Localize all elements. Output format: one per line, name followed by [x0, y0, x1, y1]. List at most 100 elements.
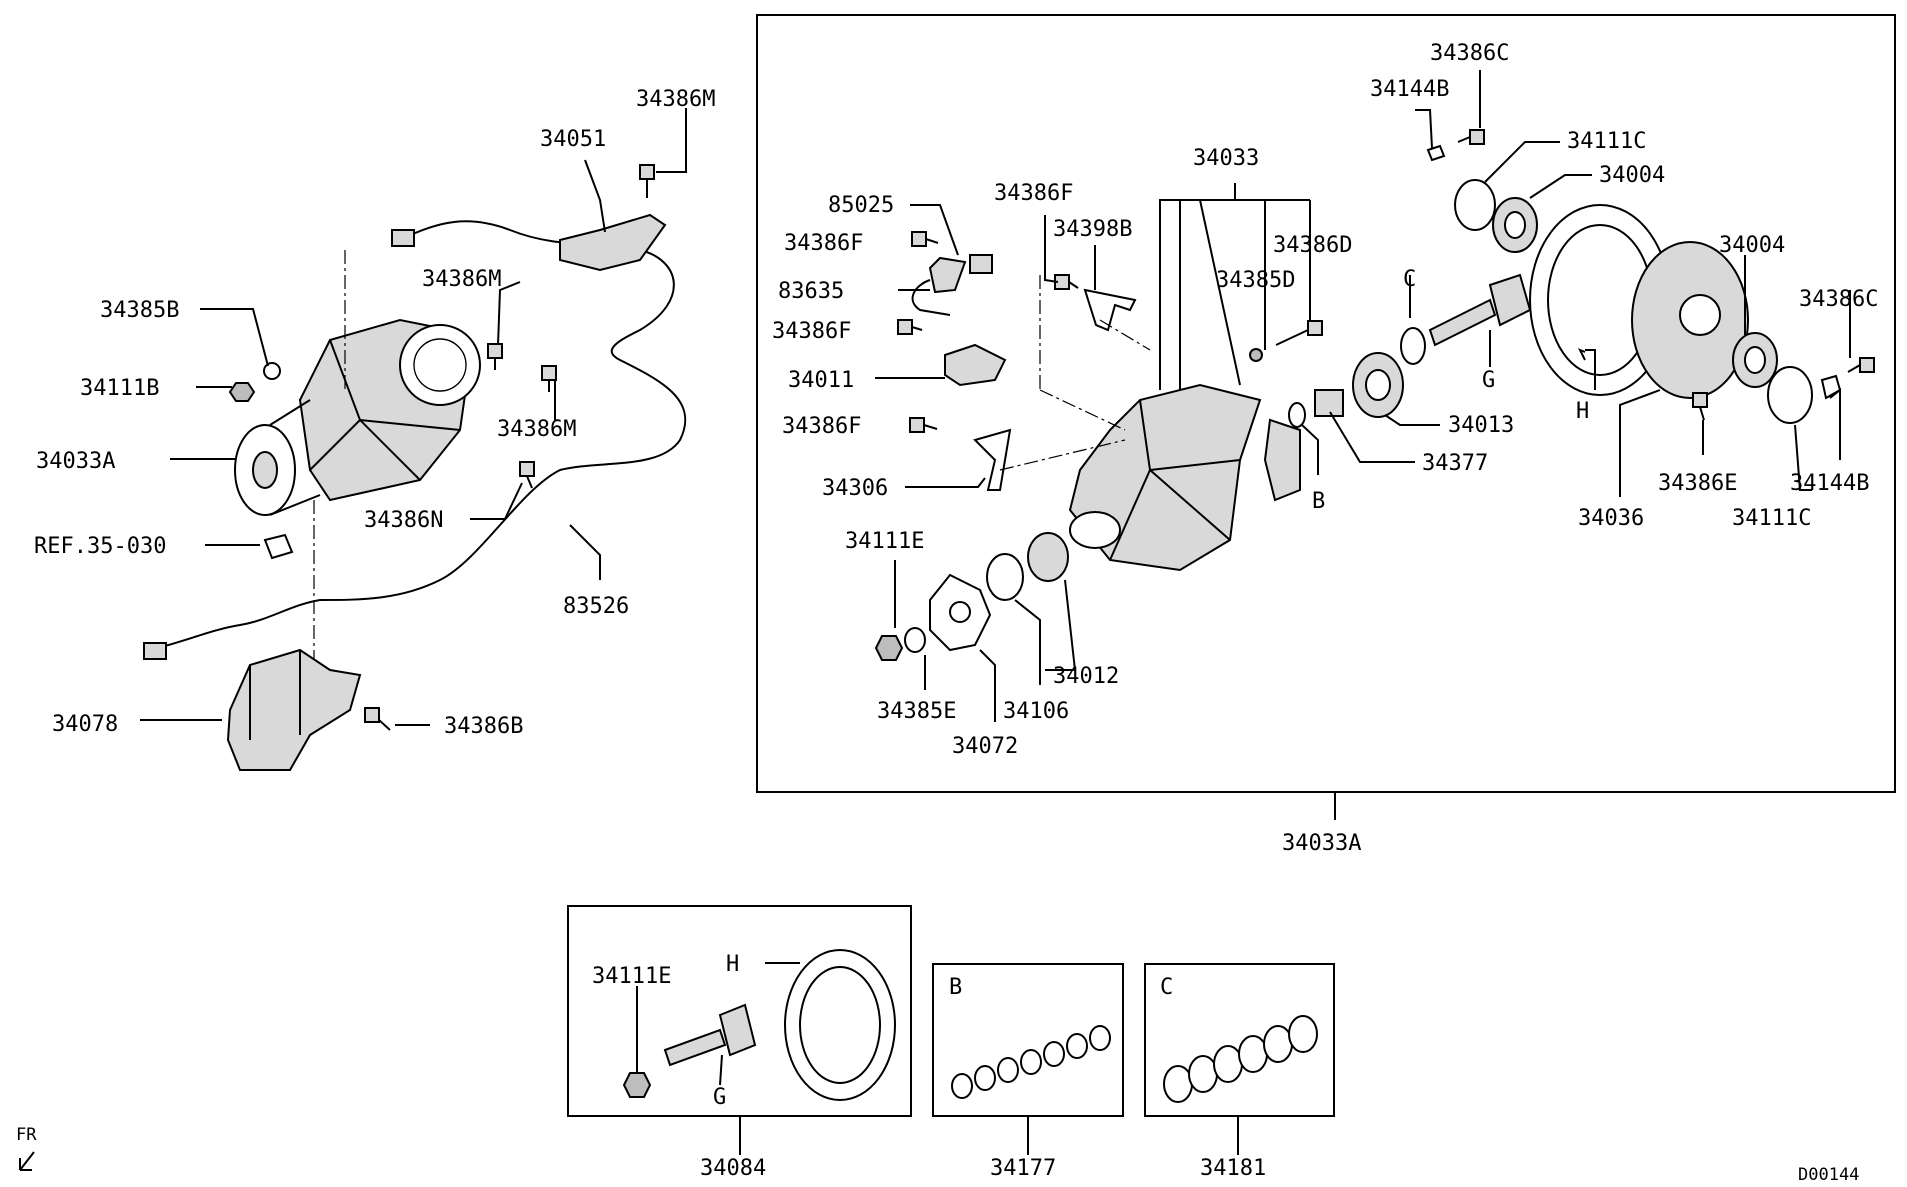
- pinion-g: [1428, 298, 1497, 347]
- callout-34011: 34011: [788, 368, 854, 393]
- flange-34072: [929, 573, 992, 652]
- callout-34013: 34013: [1448, 413, 1514, 438]
- bracket-34051: [559, 213, 667, 272]
- callout-34111E: 34111E: [845, 529, 924, 554]
- bolt-34386E: [1692, 392, 1708, 421]
- callout-34111C-right: 34111C: [1732, 506, 1811, 531]
- washer-34385B: [263, 362, 281, 380]
- callout-83635: 83635: [778, 279, 844, 304]
- pinion-g-head: [1488, 273, 1532, 327]
- callout-34078: 34078: [52, 712, 118, 737]
- kit-pinion-g: [663, 1028, 727, 1067]
- nut-34111B: [228, 382, 256, 402]
- callout-34004-right: 34004: [1719, 233, 1785, 258]
- harness-connector-left: [143, 642, 167, 660]
- nut-34111E: [874, 635, 904, 661]
- diagram-code: D00144: [1798, 1165, 1859, 1185]
- callout-34386N: 34386N: [364, 508, 443, 533]
- bolt-34386F-d: [909, 417, 938, 433]
- callout-34144B-top: 34144B: [1370, 77, 1449, 102]
- callout-34386E: 34386E: [1658, 471, 1737, 496]
- callout-34386M-top: 34386M: [636, 87, 715, 112]
- callout-c: C: [1403, 267, 1416, 292]
- mount-34078: [226, 648, 362, 771]
- sensor-85025: [969, 254, 993, 274]
- callout-34033: 34033: [1193, 146, 1259, 171]
- kit-shims-b: [951, 1025, 1111, 1099]
- seal-34111C-top: [1454, 179, 1496, 231]
- direction-label: FR: [16, 1125, 37, 1145]
- callout-34398B: 34398B: [1053, 217, 1132, 242]
- kit-ring-gear-h: [784, 949, 896, 1101]
- callout-83526: 83526: [563, 594, 629, 619]
- sensor-34011: [944, 343, 1007, 387]
- callout-34036: 34036: [1578, 506, 1644, 531]
- left-carrier-assembly: [234, 318, 481, 516]
- callout-kit-c: C: [1160, 975, 1173, 1000]
- spacer-34377: [1314, 389, 1344, 417]
- callout-34106: 34106: [1003, 699, 1069, 724]
- kit-nut-34111E: [622, 1072, 652, 1098]
- ref-part-35-030: [263, 533, 294, 560]
- washer-34385D: [1249, 348, 1263, 362]
- callout-34033A-box: 34033A: [1282, 831, 1361, 856]
- clip-34144B-top: [1426, 144, 1446, 162]
- kit-shims-c: [1163, 1015, 1318, 1103]
- callout-34386M-mid: 34386M: [422, 267, 501, 292]
- callout-34386F-a: 34386F: [784, 231, 863, 256]
- callout-34386B: 34386B: [444, 714, 523, 739]
- callout-h: H: [1576, 399, 1589, 424]
- bolt-34386M-top: [639, 164, 655, 198]
- callout-kit-34111E: 34111E: [592, 964, 671, 989]
- callout-34012: 34012: [1053, 664, 1119, 689]
- seal-34111C-right: [1767, 366, 1813, 424]
- callout-34033A-left: 34033A: [36, 449, 115, 474]
- washer-34385E: [904, 627, 926, 653]
- bearing-cap-left: [1263, 418, 1301, 502]
- callout-34385E: 34385E: [877, 699, 956, 724]
- leader-lines: [140, 70, 1851, 1155]
- callout-34386F-c: 34386F: [772, 319, 851, 344]
- fr-arrow-icon: [19, 1151, 35, 1171]
- callout-g: G: [1482, 368, 1495, 393]
- callout-kit-b: B: [949, 975, 962, 1000]
- callout-34306: 34306: [822, 476, 888, 501]
- kit-pinion-g-head: [718, 1003, 757, 1057]
- callout-34144B-right: 34144B: [1790, 471, 1869, 496]
- bolt-34386N: [519, 461, 535, 489]
- bracket-34306: [973, 428, 1012, 491]
- bolt-34386C-top: [1457, 129, 1485, 145]
- bracket-34398B: [1083, 288, 1137, 332]
- seal-34106: [986, 553, 1024, 601]
- bolt-34386B: [364, 707, 391, 731]
- callout-kit-h: H: [726, 952, 739, 977]
- callout-85025: 85025: [828, 193, 894, 218]
- clip-34144B-right: [1820, 374, 1842, 400]
- bearing-34012: [1027, 532, 1069, 582]
- callout-34051: 34051: [540, 127, 606, 152]
- bolt-34386F-c: [897, 319, 923, 335]
- bolt-34386M-low: [541, 365, 557, 392]
- callout-34111B: 34111B: [80, 376, 159, 401]
- callout-34377: 34377: [1422, 451, 1488, 476]
- callout-34084: 34084: [700, 1156, 766, 1181]
- bolt-34386F-b: [1054, 274, 1079, 290]
- callout-kit-g: G: [713, 1085, 726, 1110]
- callout-34072: 34072: [952, 734, 1018, 759]
- callout-34181: 34181: [1200, 1156, 1266, 1181]
- bolt-34386D: [1275, 320, 1323, 346]
- shim-c: [1400, 327, 1426, 365]
- callout-34386F-d: 34386F: [782, 414, 861, 439]
- callout-34385D: 34385D: [1216, 268, 1295, 293]
- bolt-34386F-a: [911, 231, 939, 247]
- housing-seal-bore: [1069, 511, 1121, 549]
- bolt-34386C-right: [1847, 357, 1875, 373]
- callout-34111C-top: 34111C: [1567, 129, 1646, 154]
- callout-34386D: 34386D: [1273, 233, 1352, 258]
- kit-frame-34181: [1144, 963, 1335, 1117]
- callout-34386F-b: 34386F: [994, 181, 1073, 206]
- shim-b: [1288, 402, 1306, 428]
- callout-34177: 34177: [990, 1156, 1056, 1181]
